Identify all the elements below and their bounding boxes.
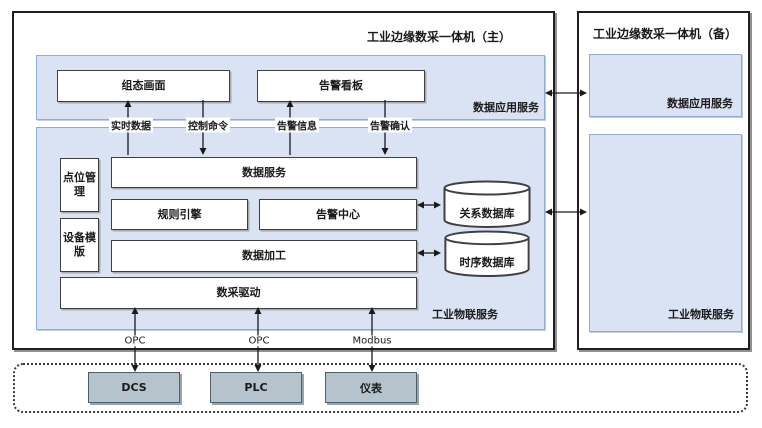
flow-label-control-command: 控制命令 [186,117,230,133]
alarm-board-label: 告警看板 [319,79,363,93]
timeseries-db-label: 时序数据库 [459,256,515,270]
protocol-label-opc-2: OPC [246,335,272,347]
meter-device-box: 仪表 [325,372,417,403]
protocol-label-modbus: Modbus [350,335,394,347]
main-machine-box: 工业边缘数采一体机（主） 数据应用服务 组态画面 告警看板 工业物联服务 点位管… [12,11,555,350]
relational-db-cylinder: 关系数据库 [443,180,531,228]
backup-machine-title: 工业边缘数采一体机（备） [592,27,737,41]
backup-app-service-layer: 数据应用服务 [589,54,742,117]
data-service-label: 数据服务 [242,165,286,179]
flow-label-realtime-data: 实时数据 [109,117,153,133]
flow-label-alarm-ack: 告警确认 [368,117,412,133]
database-cylinder-icon [444,230,530,277]
point-management-module: 点位管理 [60,158,99,212]
database-cylinder-icon [443,180,531,228]
backup-iot-service-label: 工业物联服务 [668,308,734,321]
main-iot-service-label: 工业物联服务 [432,308,498,321]
device-template-module: 设备模版 [60,218,99,272]
collect-driver-label: 数采驱动 [216,286,261,300]
alarm-board-module: 告警看板 [257,70,425,102]
relational-db-label: 关系数据库 [459,206,515,220]
data-processing-module: 数据加工 [111,240,417,272]
plc-label: PLC [244,381,268,394]
timeseries-db-cylinder: 时序数据库 [443,230,531,277]
protocol-label-opc-1: OPC [122,335,148,347]
dcs-label: DCS [121,381,147,394]
backup-iot-service-layer: 工业物联服务 [589,134,742,332]
hmi-screen-label: 组态画面 [121,79,166,93]
main-app-service-label: 数据应用服务 [473,101,539,114]
hmi-screen-module: 组态画面 [57,70,230,102]
collect-driver-module: 数采驱动 [60,277,417,309]
alarm-center-label: 告警中心 [316,207,360,221]
main-machine-title: 工业边缘数采一体机（主） [366,30,511,44]
plc-device-box: PLC [210,372,302,403]
backup-machine-box: 工业边缘数采一体机（备） 数据应用服务 工业物联服务 [577,11,750,350]
meter-label: 仪表 [360,381,382,395]
data-service-module: 数据服务 [111,157,417,188]
flow-label-alarm-info: 告警信息 [275,117,319,133]
data-processing-label: 数据加工 [242,249,286,263]
backup-app-service-label: 数据应用服务 [667,97,733,110]
rule-engine-module: 规则引擎 [111,199,248,230]
alarm-center-module: 告警中心 [259,199,417,230]
dcs-device-box: DCS [88,372,180,403]
point-management-label: 点位管理 [63,171,96,198]
rule-engine-label: 规则引擎 [157,207,202,221]
device-template-label: 设备模版 [63,231,96,258]
